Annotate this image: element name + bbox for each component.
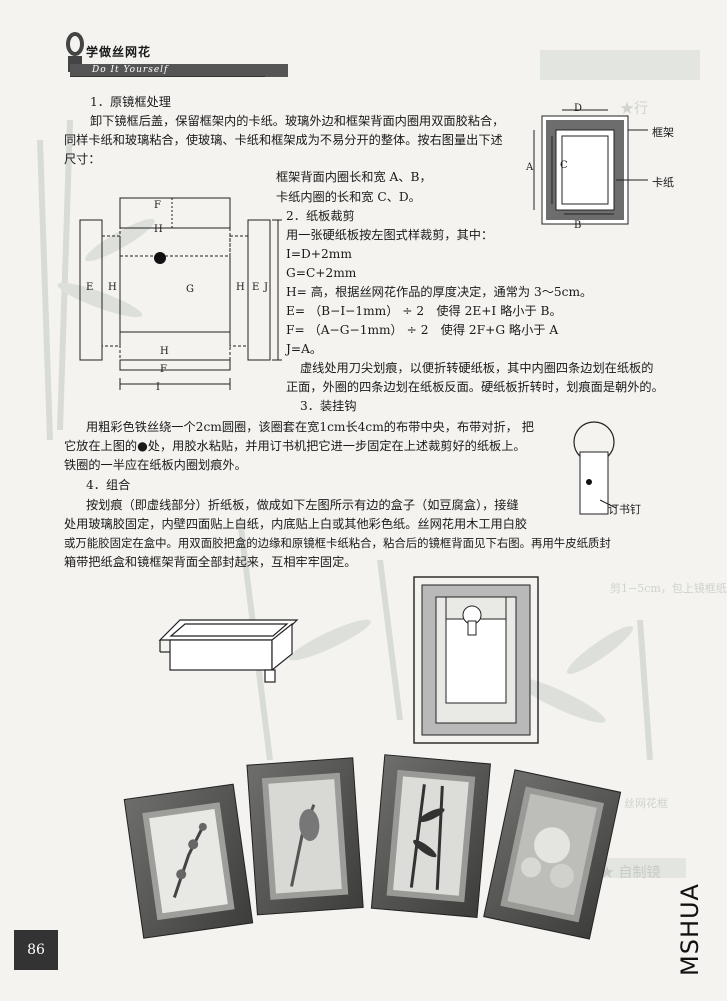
section2-line-6: F= （A−G−1mm） ÷ 2 使得 2F+G 略小于 A	[286, 323, 559, 337]
section1-line-1: 卸下镜框后盖，保留框架内的卡纸。玻璃外边和框架背面内圈用双面胶粘合，	[90, 114, 505, 128]
section4-line-2: 处用玻璃胶固定，内壁四面贴上白纸，内底贴上白或其他彩色纸。丝网花用木工用白胶	[64, 517, 528, 531]
section2-line-2: I=D+2mm	[286, 247, 352, 261]
hook-diagram	[573, 421, 617, 515]
bleed-text-3: 4．丝网花框	[606, 797, 668, 810]
section4-heading: 4．组合	[86, 478, 131, 492]
cut-label-g: G	[186, 284, 194, 295]
section2-line-8: 虚线处用刀尖划痕，以便折转硬纸板，其中内圈四条边划在纸板的	[300, 361, 654, 375]
frame-label-b: B	[574, 220, 582, 231]
cut-label-f-top: F	[154, 200, 161, 211]
cut-label-h-right: H	[236, 282, 245, 293]
cut-label-f-bottom: F	[160, 364, 167, 375]
frame-label-frame: 框架	[652, 126, 674, 139]
frame-measure-diagram	[533, 109, 648, 225]
section2-heading: 2．纸板裁剪	[286, 209, 355, 223]
cut-label-e-right: E	[252, 282, 260, 293]
section1-line-3: 尺寸：	[64, 152, 101, 166]
cut-label-h-bottom: H	[160, 346, 169, 357]
frame-label-card: 卡纸	[652, 176, 674, 189]
framed-flower-photos	[123, 754, 622, 940]
section2-line-1: 用一张硬纸板按左图式样裁剪，其中：	[286, 228, 494, 242]
cut-pattern-diagram	[79, 197, 282, 390]
frame-label-a: A	[526, 162, 534, 173]
section2-line-7: J=A。	[286, 342, 323, 356]
tofu-box-diagram	[158, 619, 299, 683]
section2-line-4: H= 高，根据丝网花作品的厚度决定，通常为 3～5cm。	[286, 285, 593, 299]
cut-label-h-top: H	[154, 224, 163, 235]
section2-line-5: E= （B−I−1mm） ÷ 2 使得 2E+I 略小于 B。	[286, 304, 562, 318]
section3-line-3: 铁圈的一半应在纸板内圈划痕外。	[64, 458, 247, 472]
hook-label: 订书钉	[608, 503, 641, 516]
frame-label-c: C	[560, 160, 568, 171]
header-rule	[70, 76, 265, 77]
section1-line-2: 同样卡纸和玻璃粘合，使玻璃、卡纸和框架成为不易分开的整体。按右图量出下述	[64, 133, 503, 147]
section1-line-5: 卡纸内圈的长和宽 C、D。	[276, 190, 421, 204]
section4-line-4: 箱带把纸盒和镜框架背面全部封起来，互相牢牢固定。	[64, 555, 357, 569]
page-number: 86	[14, 930, 58, 970]
bleed-text-1: ★行	[620, 101, 648, 117]
cut-label-i: I	[156, 382, 160, 393]
section3-line-2: 它放在上图的●处，用胶水粘贴，并用订书机把它进一步固定在上述裁剪好的纸板上。	[64, 439, 526, 453]
header-title: 学做丝网花	[86, 45, 152, 59]
cut-label-j: J	[264, 282, 269, 293]
section2-line-3: G=C+2mm	[286, 266, 357, 280]
section3-heading: 3．装挂钩	[300, 399, 357, 413]
section1-heading: 1．原镜框处理	[90, 95, 171, 109]
frame-label-d: D	[574, 103, 583, 114]
header-subtitle: Do It Yourself	[70, 64, 288, 77]
section3-line-1: 用粗彩色铁丝绕一个2cm圆圈，该圈套在宽1cm长4cm的布带中央，布带对折， 把	[86, 420, 534, 434]
section4-line-1: 按划痕（即虚线部分）折纸板，做成如下左图所示有边的盒子（如豆腐盒），接缝	[86, 498, 519, 512]
watermark: MSHUA	[676, 883, 704, 977]
bleed-text-2: ★ 自制镜	[600, 865, 661, 881]
cut-label-e-left: E	[86, 282, 94, 293]
section4-line-3: 或万能胶固定在盒中。用双面胶把盒的边缘和原镜框卡纸粘合，粘合后的镜框背面见下右图…	[64, 536, 611, 550]
frame-back-diagram	[413, 576, 539, 744]
section2-line-9: 正面，外圈的四条边划在纸板反面。硬纸板折转时，划痕面是朝外的。	[286, 380, 664, 394]
bleed-text-4: 剪1−5cm，包上镜框纸	[610, 582, 727, 595]
section1-line-4: 框架背面内圈长和宽 A、B，	[276, 170, 432, 184]
cut-label-h-left: H	[108, 282, 117, 293]
